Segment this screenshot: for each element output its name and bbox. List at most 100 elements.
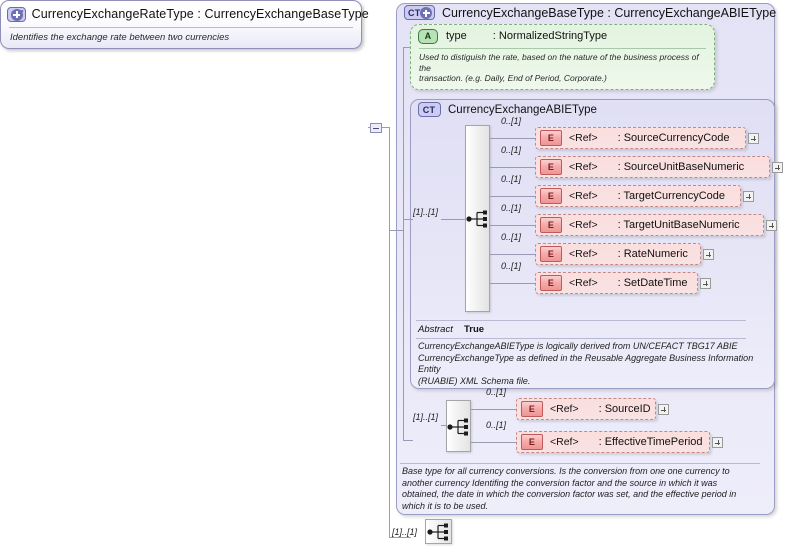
- complex-type-icon[interactable]: CT: [418, 102, 441, 117]
- element-icon: E: [521, 434, 543, 450]
- element-connector: [471, 409, 517, 410]
- element-ref-label: <Ref>: [569, 248, 598, 260]
- connector-h-bottom: [389, 537, 411, 538]
- left-node-header: CT CurrencyExchangeRateType : CurrencyEx…: [1, 1, 369, 27]
- element-name: : RateNumeric: [617, 248, 688, 260]
- element-name: : TargetUnitBaseNumeric: [617, 219, 740, 231]
- element-connector: [490, 138, 536, 139]
- abie-seq-lead: [441, 219, 466, 220]
- element-icon: E: [540, 275, 562, 291]
- element-icon: E: [540, 217, 562, 233]
- expand-plus-icon[interactable]: [703, 249, 714, 260]
- element-name: : SourceCurrencyCode: [617, 132, 730, 144]
- connector-v-main: [389, 127, 390, 537]
- expand-plus-icon[interactable]: [748, 133, 759, 144]
- element-ref-label: <Ref>: [550, 436, 579, 448]
- element-ref-label: <Ref>: [569, 277, 598, 289]
- element-connector: [490, 167, 536, 168]
- element-cardinality: 0..[1]: [486, 420, 507, 430]
- element-name: : SourceID: [598, 403, 651, 415]
- element-icon: E: [540, 188, 562, 204]
- bottom-sequence-cardinality: [1]..[1]: [392, 527, 418, 537]
- complex-type-plus-icon[interactable]: CT: [404, 5, 435, 20]
- element-name: : SourceUnitBaseNumeric: [617, 161, 745, 173]
- expand-plus-icon[interactable]: [712, 437, 723, 448]
- attribute-row[interactable]: A type : NormalizedStringType: [411, 25, 714, 47]
- base-seq-lead: [441, 425, 447, 426]
- element-ref-label: <Ref>: [569, 219, 598, 231]
- element-cardinality: 0..[1]: [501, 261, 522, 271]
- element-reference-row[interactable]: E <Ref> : RateNumeric: [535, 243, 701, 265]
- element-name: : EffectiveTimePeriod: [598, 436, 703, 448]
- attribute-documentation: Used to distiguish the rate, based on th…: [419, 52, 699, 83]
- element-reference-row[interactable]: E <Ref> : SourceCurrencyCode: [535, 127, 746, 149]
- element-ref-label: <Ref>: [569, 190, 598, 202]
- element-connector: [490, 283, 536, 284]
- base-doc-divider: [400, 463, 760, 464]
- branch-h-base: [389, 230, 404, 231]
- left-node-divider: [9, 27, 353, 28]
- left-node-documentation: Identifies the exchange rate between two…: [10, 32, 230, 43]
- element-cardinality: 0..[1]: [501, 145, 522, 155]
- base-sequence-cardinality: [1]..[1]: [413, 412, 439, 422]
- element-connector: [490, 225, 536, 226]
- complex-type-plus-icon[interactable]: CT: [7, 6, 26, 22]
- sequence-compositor-icon: [466, 210, 487, 228]
- element-cardinality: 0..[1]: [501, 174, 522, 184]
- expand-plus-icon[interactable]: [743, 191, 754, 202]
- abstract-label: Abstract: [418, 324, 453, 335]
- element-cardinality: 0..[1]: [501, 116, 522, 126]
- element-icon: E: [540, 130, 562, 146]
- abstract-divider-bottom: [416, 338, 746, 339]
- base-type-title: CurrencyExchangeBaseType : CurrencyExcha…: [442, 5, 777, 20]
- element-icon: E: [521, 401, 543, 417]
- element-connector: [471, 442, 517, 443]
- expand-plus-icon[interactable]: [772, 162, 783, 173]
- collapse-minus-icon[interactable]: [370, 123, 382, 133]
- bottom-sequence-compositor[interactable]: [425, 519, 452, 544]
- branch-h-abie: [403, 219, 413, 220]
- abie-type-header: CT CurrencyExchangeABIEType: [418, 102, 597, 117]
- element-cardinality: 0..[1]: [501, 203, 522, 213]
- abie-documentation: CurrencyExchangeABIEType is logically de…: [418, 341, 754, 386]
- element-reference-row[interactable]: E <Ref> : TargetUnitBaseNumeric: [535, 214, 764, 236]
- sequence-compositor-icon: [447, 418, 468, 436]
- element-connector: [490, 254, 536, 255]
- element-ref-label: <Ref>: [569, 132, 598, 144]
- element-reference-row[interactable]: E <Ref> : SourceUnitBaseNumeric: [535, 156, 770, 178]
- currency-exchange-rate-type-node[interactable]: CT CurrencyExchangeRateType : CurrencyEx…: [0, 0, 369, 49]
- sequence-compositor-icon: [427, 523, 448, 541]
- attribute-type: : NormalizedStringType: [492, 30, 608, 42]
- element-icon: E: [540, 246, 562, 262]
- base-documentation: Base type for all currency conversions. …: [402, 466, 737, 511]
- left-node-title: CurrencyExchangeRateType : CurrencyExcha…: [31, 7, 369, 21]
- attribute-name: type: [446, 30, 467, 42]
- abstract-divider-top: [416, 320, 746, 321]
- abie-sequence-compositor[interactable]: [465, 125, 490, 312]
- expand-plus-icon[interactable]: [658, 404, 669, 415]
- attribute-icon: A: [418, 28, 438, 44]
- element-name: : SetDateTime: [617, 277, 688, 289]
- element-ref-label: <Ref>: [569, 161, 598, 173]
- connector-stub: [368, 127, 371, 128]
- element-cardinality: 0..[1]: [486, 387, 507, 397]
- element-name: : TargetCurrencyCode: [617, 190, 726, 202]
- element-icon: E: [540, 159, 562, 175]
- branch-v-base: [403, 47, 404, 440]
- abie-sequence-cardinality: [1]..[1]: [413, 207, 439, 217]
- element-connector: [490, 196, 536, 197]
- connector-h1: [382, 127, 390, 128]
- element-cardinality: 0..[1]: [501, 232, 522, 242]
- element-reference-row[interactable]: E<Ref>: SourceID: [516, 398, 656, 420]
- attribute-divider: [419, 48, 706, 49]
- base-sequence-compositor[interactable]: [446, 400, 471, 452]
- attribute-box: A type : NormalizedStringType Used to di…: [410, 24, 715, 90]
- element-reference-row[interactable]: E <Ref> : SetDateTime: [535, 272, 698, 294]
- base-type-header: CT CurrencyExchangeBaseType : CurrencyEx…: [404, 5, 776, 20]
- expand-plus-icon[interactable]: [700, 278, 711, 289]
- expand-plus-icon[interactable]: [766, 220, 777, 231]
- abstract-value: True: [464, 324, 485, 335]
- element-reference-row[interactable]: E <Ref> : TargetCurrencyCode: [535, 185, 741, 207]
- element-reference-row[interactable]: E <Ref> : EffectiveTimePeriod: [516, 431, 710, 453]
- branch-h-baseseq: [403, 440, 413, 441]
